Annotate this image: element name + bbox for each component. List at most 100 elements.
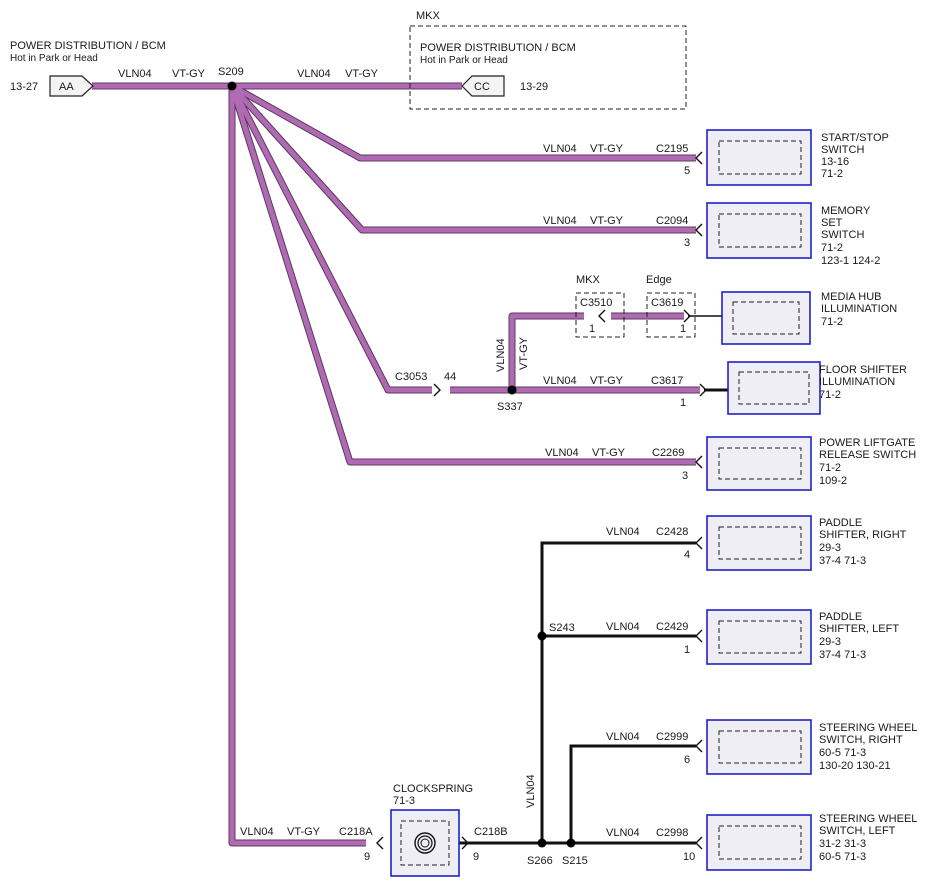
branch-paddle-left: S243 VLN04 C2429 1 PADDLE SHIFTER, LEFT …: [537, 609, 899, 665]
component-liftgate-refs1[interactable]: 71-2: [819, 462, 841, 474]
connector-c3617-pin: 1: [680, 397, 686, 409]
connector-c3619-label: C3619: [651, 297, 683, 309]
connector-c2094-label: C2094: [656, 215, 688, 227]
inline-mkx-label: MKX: [576, 274, 601, 286]
c3619-frame: [646, 292, 696, 338]
connector-c3053-arrow-icon: [433, 383, 441, 397]
connector-c3617-arrow-icon: [699, 383, 707, 397]
clockspring-ref[interactable]: 71-3: [393, 795, 415, 807]
wire-label-circuit-liftgate: VLN04: [545, 447, 579, 459]
component-paddle-right-inner: [718, 526, 802, 560]
component-liftgate-name1: POWER LIFTGATE: [819, 437, 915, 449]
component-media-hub-illumination[interactable]: [721, 291, 811, 345]
source-right-subtitle: Hot in Park or Head: [420, 55, 508, 66]
component-start-stop-refs2[interactable]: 71-2: [821, 168, 843, 180]
wire-label-color-2: VT-GY: [345, 68, 379, 80]
connector-c218a-arrow-icon: [376, 836, 384, 850]
source-left-page-ref[interactable]: 13-27: [10, 81, 38, 93]
component-paddle-shifter-right[interactable]: [706, 515, 812, 571]
component-paddle-left-refs1[interactable]: 29-3: [819, 636, 841, 648]
component-steering-wheel-switch-right[interactable]: [706, 719, 812, 775]
connector-c2428-arrow-icon: [695, 536, 703, 550]
source-left: POWER DISTRIBUTION / BCM Hot in Park or …: [10, 40, 166, 97]
source-right-page-ref[interactable]: 13-29: [520, 81, 548, 93]
component-paddle-left-refs2[interactable]: 37-4 71-3: [819, 649, 866, 661]
component-memory-set-switch[interactable]: [706, 202, 812, 259]
component-power-liftgate-release-switch[interactable]: [706, 436, 812, 491]
component-sw-left-refs2[interactable]: 60-5 71-3: [819, 851, 866, 863]
connector-c2429-label: C2429: [656, 621, 688, 633]
component-memory-refs2[interactable]: 123-1 124-2: [821, 255, 880, 267]
connector-c3053-pin: 44: [444, 371, 456, 383]
connector-c3053-label: C3053: [395, 371, 427, 383]
component-sw-right-refs1[interactable]: 60-5 71-3: [819, 747, 866, 759]
component-sw-right-inner: [718, 730, 802, 764]
component-memory-name2: SET: [821, 217, 843, 229]
component-floor-shifter-refs1[interactable]: 71-2: [819, 389, 841, 401]
violet-wires: [92, 82, 700, 847]
component-memory-refs1[interactable]: 71-2: [821, 242, 843, 254]
component-paddle-right-name2: SHIFTER, RIGHT: [819, 529, 907, 541]
branch-power-liftgate: VLN04 VT-GY C2269 3 POWER LIFTGATE RELEA…: [545, 436, 916, 491]
component-paddle-right-refs2[interactable]: 37-4 71-3: [819, 555, 866, 567]
clockspring-inner: [400, 820, 450, 866]
component-start-stop-refs1[interactable]: 13-16: [821, 156, 849, 168]
component-liftgate-refs2[interactable]: 109-2: [819, 475, 847, 487]
connector-c3619-arrow-icon: [683, 309, 691, 323]
component-sw-left-name1: STEERING WHEEL: [819, 813, 917, 825]
wire-s266-paddle-right: [540, 541, 696, 843]
component-floor-shifter-name1: FLOOR SHIFTER: [819, 364, 907, 376]
wire-label-circuit-sw-right: VLN04: [606, 731, 640, 743]
connector-c2428-label: C2428: [656, 526, 688, 538]
splice-s215-label: S215: [562, 855, 588, 867]
connector-c2999-label: C2999: [656, 731, 688, 743]
splice-s266-label: S266: [527, 855, 553, 867]
connector-c2999-pin: 6: [684, 754, 690, 766]
connector-c3510-pin: 1: [589, 323, 595, 335]
wire-label-circuit-1: VLN04: [118, 68, 152, 80]
component-sw-right-refs2[interactable]: 130-20 130-21: [819, 760, 891, 772]
branch-memory-set: VLN04 VT-GY C2094 3 MEMORY SET SWITCH 71…: [543, 202, 880, 267]
wire-s215-sw-right: [569, 744, 696, 843]
component-liftgate-inner: [718, 447, 802, 480]
component-media-hub-name2: ILLUMINATION: [821, 303, 897, 315]
branch-start-stop: VLN04 VT-GY C2195 5 START/STOP SWITCH 13…: [543, 129, 889, 186]
component-start-stop-switch[interactable]: [706, 129, 812, 186]
clockspring-title: CLOCKSPRING: [393, 783, 473, 795]
component-media-hub-name1: MEDIA HUB: [821, 291, 882, 303]
connector-c2429-pin: 1: [684, 644, 690, 656]
connector-aa-label: AA: [59, 81, 74, 93]
black-wires: [458, 315, 728, 845]
connector-c2998-pin: 10: [683, 851, 695, 863]
connector-c2195-pin: 5: [684, 165, 690, 177]
mkx-frame-border: [409, 25, 687, 110]
connector-c2429-arrow-icon: [695, 629, 703, 643]
wire-label-color-memory: VT-GY: [590, 215, 624, 227]
component-paddle-shifter-left[interactable]: [706, 609, 812, 665]
component-media-hub-refs1[interactable]: 71-2: [821, 316, 843, 328]
component-paddle-left-name1: PADDLE: [819, 611, 862, 623]
connector-cc-label: CC: [474, 81, 490, 93]
component-media-hub-inner: [732, 301, 800, 335]
component-steering-wheel-switch-left[interactable]: [706, 814, 812, 871]
connector-c218b-pin: 9: [473, 851, 479, 863]
branch-media-hub: MKX Edge C3510 C3619 1 1 MEDIA HUB ILLUM…: [575, 274, 897, 345]
component-floor-shifter-name2: ILLUMINATION: [819, 376, 895, 388]
branch-floor-shifter: C3053 44 S337 VLN04 VT-GY C3617 1 FLOOR …: [395, 361, 907, 415]
wire-label-circuit-floor: VLN04: [543, 375, 577, 387]
component-sw-left-refs1[interactable]: 31-2 31-3: [819, 838, 866, 850]
wire-label-circuit-start-stop: VLN04: [543, 143, 577, 155]
component-sw-right-name2: SWITCH, RIGHT: [819, 734, 903, 746]
connector-c218a-pin: 9: [364, 851, 370, 863]
component-paddle-right-refs1[interactable]: 29-3: [819, 542, 841, 554]
component-floor-shifter-illumination[interactable]: [727, 361, 821, 415]
splice-s337: [507, 385, 517, 395]
component-paddle-right-name1: PADDLE: [819, 517, 862, 529]
source-right-title: POWER DISTRIBUTION / BCM: [420, 42, 576, 54]
component-start-stop-inner: [718, 140, 802, 175]
component-sw-left-name2: SWITCH, LEFT: [819, 825, 896, 837]
connector-c3510-arrow-icon: [598, 309, 606, 323]
wire-label-color-start-stop: VT-GY: [590, 143, 624, 155]
connector-c2195-label: C2195: [656, 143, 688, 155]
